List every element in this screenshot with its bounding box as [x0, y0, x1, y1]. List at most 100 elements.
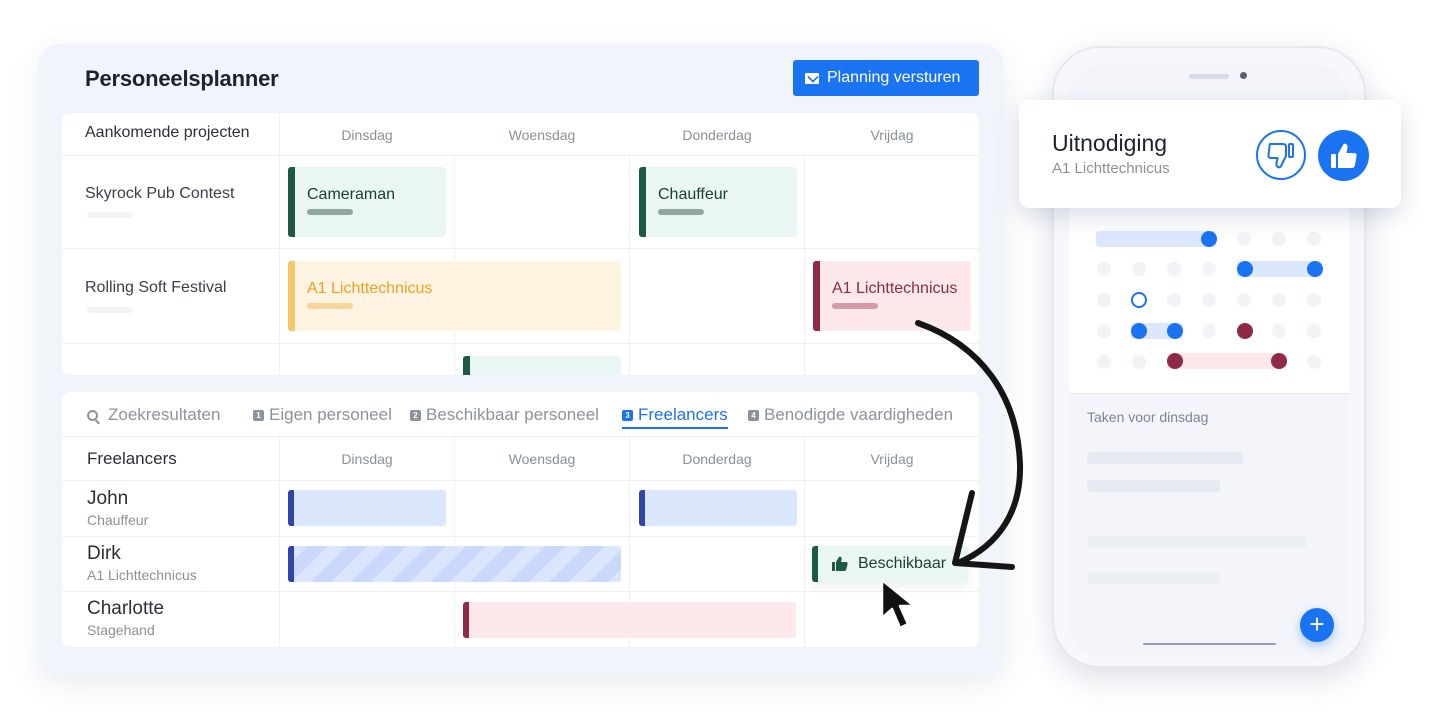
calendar-day[interactable] [1237, 232, 1251, 246]
grid-divider [62, 591, 979, 592]
calendar-day[interactable] [1202, 262, 1216, 276]
project-meta-placeholder [87, 307, 133, 313]
grid-divider [804, 436, 805, 647]
day-header-wednesday: Woensdag [508, 127, 576, 143]
available-label: Beschikbaar [858, 555, 947, 572]
task-meta-placeholder [307, 209, 353, 215]
calendar-day-booked[interactable] [1271, 353, 1287, 369]
calendar-range [1237, 261, 1322, 277]
accept-button[interactable] [1318, 130, 1369, 181]
tab-number-badge: 1 [253, 409, 264, 421]
calendar-day-selected[interactable] [1307, 261, 1323, 277]
calendar-day[interactable] [1272, 293, 1286, 307]
tab-own-staff[interactable]: 1 Eigen personeel [253, 405, 392, 425]
calendar-day-selected[interactable] [1131, 323, 1147, 339]
calendar-day-selected[interactable] [1167, 323, 1183, 339]
task-color-bar [463, 356, 470, 375]
schedule-block-tentative[interactable] [288, 546, 621, 582]
projects-header: Aankomende projecten [85, 124, 250, 141]
task-label: A1 Lichttechnicus [832, 280, 958, 297]
thumbs-up-icon [832, 556, 848, 571]
send-planning-button[interactable]: Planning versturen [793, 60, 979, 96]
tab-search-results[interactable]: Zoekresultaten [87, 405, 220, 425]
grid-divider [279, 436, 280, 647]
day-header-wednesday: Woensdag [508, 451, 576, 467]
phone-camera [1240, 72, 1247, 79]
calendar-day[interactable] [1272, 324, 1286, 338]
schedule-block[interactable] [463, 602, 796, 638]
day-header-tuesday: Dinsdag [341, 451, 393, 467]
calendar-day-booked[interactable] [1237, 323, 1253, 339]
calendar-day[interactable] [1202, 324, 1216, 338]
grid-divider [62, 248, 979, 249]
calendar-day[interactable] [1307, 355, 1321, 369]
tab-required-skills[interactable]: 4 Benodigde vaardigheden [748, 405, 953, 425]
grid-divider [62, 480, 979, 481]
calendar-day[interactable] [1132, 355, 1146, 369]
calendar-day-today[interactable] [1131, 292, 1147, 308]
calendar-day[interactable] [1272, 232, 1286, 246]
calendar-range [1096, 231, 1216, 247]
available-badge[interactable]: Beschikbaar [812, 546, 968, 582]
grid-divider [62, 155, 979, 156]
task-color-bar [288, 167, 295, 237]
schedule-block[interactable] [639, 490, 797, 526]
calendar-range [1167, 353, 1287, 369]
calendar-day[interactable] [1307, 324, 1321, 338]
calendar-day[interactable] [1097, 262, 1111, 276]
freelancer-name: Charlotte [87, 598, 165, 619]
day-header-thursday: Donderdag [682, 127, 752, 143]
day-header-friday: Vrijdag [870, 451, 914, 467]
grid-divider [629, 155, 630, 375]
invitation-role: A1 Lichttechnicus [1052, 160, 1170, 177]
calendar-day[interactable] [1097, 355, 1111, 369]
task-card[interactable]: Chauffeur [639, 167, 797, 237]
tasks-heading: Taken voor dinsdag [1087, 409, 1209, 425]
task-label: Cameraman [307, 186, 396, 203]
phone-speaker [1189, 74, 1229, 79]
phone-divider [1069, 393, 1349, 394]
task-placeholder [1087, 452, 1243, 464]
calendar-day[interactable] [1097, 324, 1111, 338]
task-card[interactable] [463, 356, 621, 375]
calendar-day[interactable] [1167, 293, 1181, 307]
task-label: A1 Lichttechnicus [307, 280, 433, 297]
calendar-day[interactable] [1202, 293, 1216, 307]
task-placeholder [1087, 480, 1220, 492]
calendar-day-selected[interactable] [1201, 231, 1217, 247]
add-button[interactable]: + [1300, 608, 1334, 642]
tab-freelancers[interactable]: 3 Freelancers [622, 405, 728, 429]
task-card[interactable]: A1 Lichttechnicus [288, 261, 621, 331]
thumbs-down-icon [1267, 143, 1294, 169]
project-meta-placeholder [87, 212, 133, 218]
grid-divider [62, 536, 979, 537]
tab-number-badge: 2 [410, 409, 421, 421]
calendar-day[interactable] [1132, 262, 1146, 276]
calendar-day[interactable] [1167, 262, 1181, 276]
calendar-day[interactable] [1307, 232, 1321, 246]
task-card[interactable]: A1 Lichttechnicus [813, 261, 971, 331]
tab-available-staff[interactable]: 2 Beschikbaar personeel [410, 405, 599, 425]
mouse-pointer-icon [880, 578, 916, 630]
freelancer-role: A1 Lichttechnicus [87, 567, 197, 583]
task-card[interactable]: Cameraman [288, 167, 446, 237]
calendar-day-selected[interactable] [1237, 261, 1253, 277]
block-color-bar [288, 546, 294, 582]
grid-divider [62, 343, 979, 344]
decline-button[interactable] [1256, 130, 1306, 180]
calendar-day[interactable] [1307, 293, 1321, 307]
schedule-block[interactable] [288, 490, 446, 526]
block-color-bar [288, 490, 294, 526]
task-meta-placeholder [307, 303, 353, 309]
tab-label: Zoekresultaten [108, 405, 221, 424]
calendar-day-booked[interactable] [1167, 353, 1183, 369]
project-name: Rolling Soft Festival [85, 279, 227, 296]
calendar-day[interactable] [1097, 293, 1111, 307]
page-title: Personeelsplanner [85, 66, 279, 91]
tab-number-badge: 3 [622, 409, 633, 421]
calendar-day[interactable] [1237, 293, 1251, 307]
block-color-bar [463, 602, 469, 638]
day-header-thursday: Donderdag [682, 451, 752, 467]
mail-icon [805, 72, 819, 84]
